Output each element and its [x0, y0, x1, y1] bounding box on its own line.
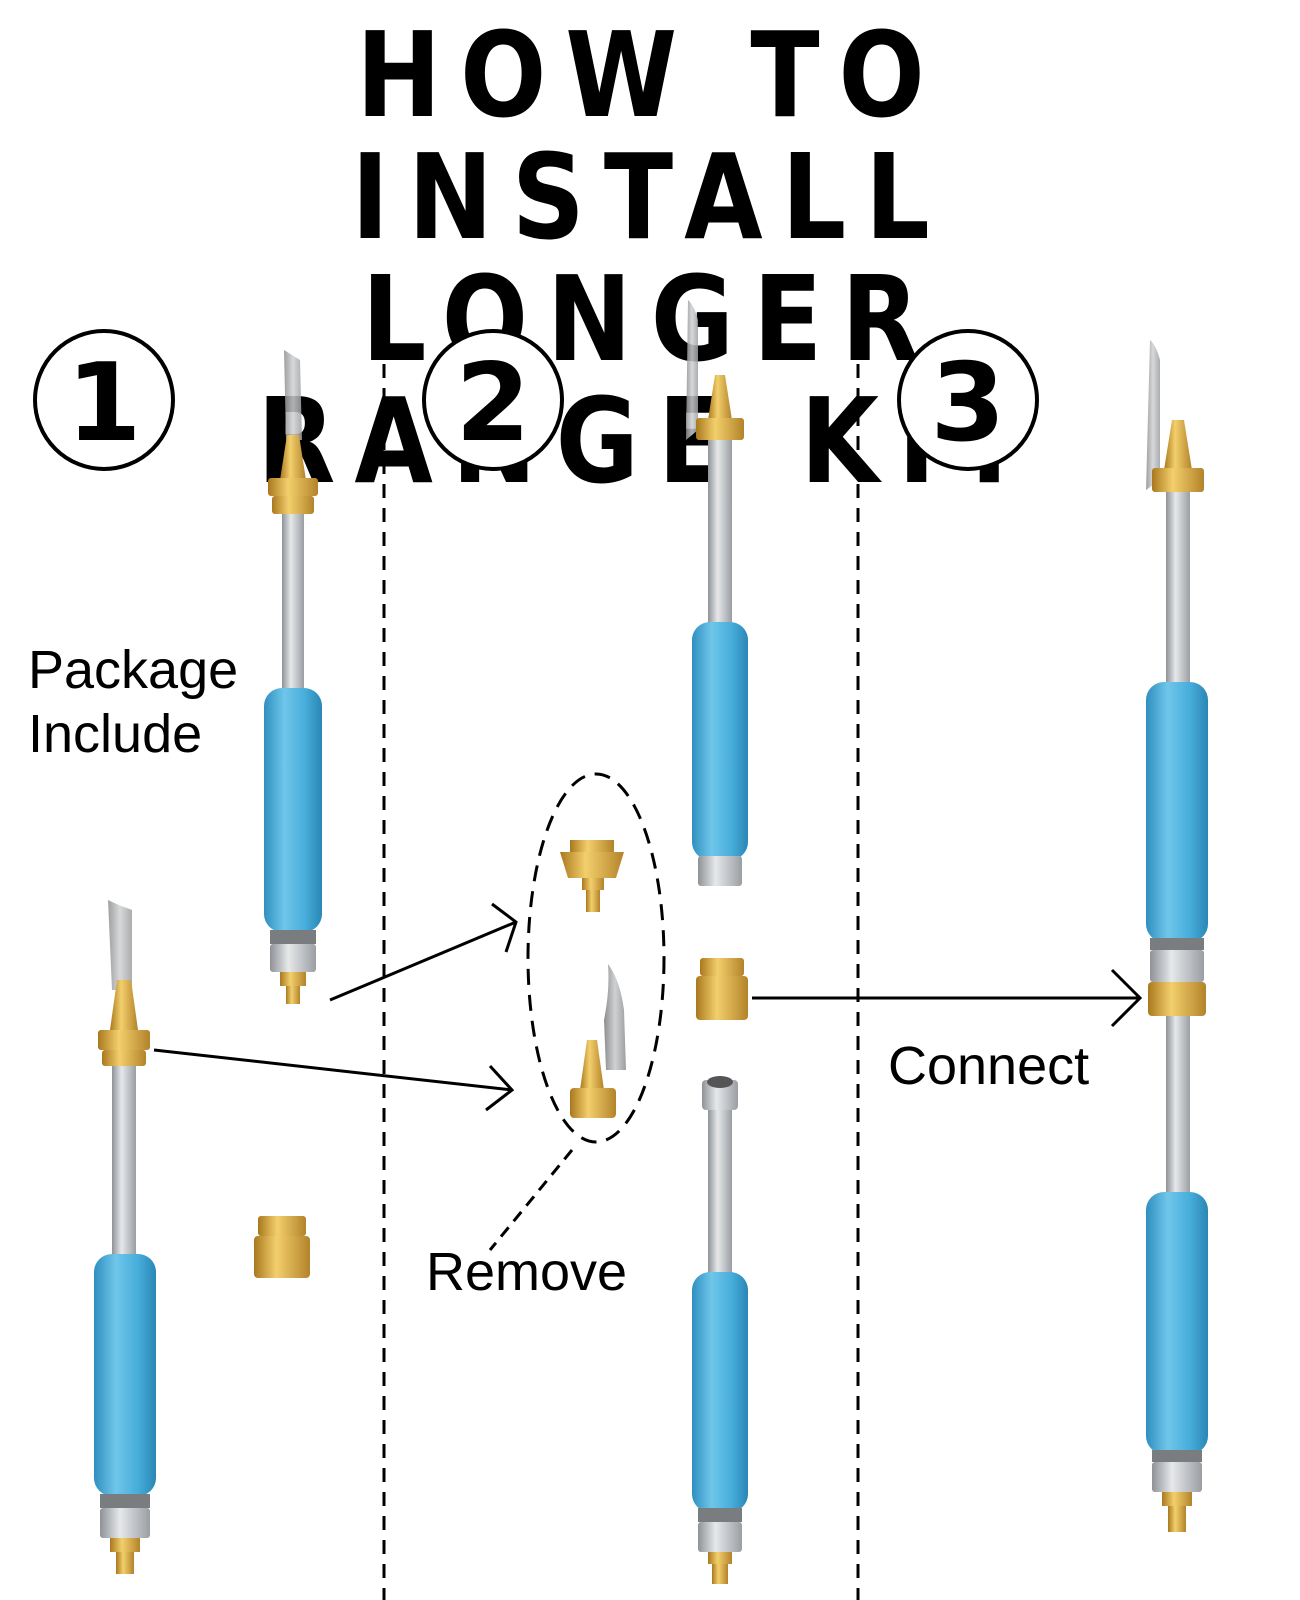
brass-coupler-step1: [254, 1216, 310, 1278]
connect-label: Connect: [888, 1036, 1090, 1096]
assembled-wand: [1146, 340, 1208, 1532]
arrow-plug-to-removed: [329, 902, 518, 1002]
step-2-number: 2: [455, 341, 530, 466]
wand-front-section: [94, 900, 156, 1574]
arrow-tip-to-removed: [153, 1048, 515, 1112]
wand-rear-section: [264, 350, 322, 1004]
step-1-number: 1: [66, 341, 141, 466]
step-2-badge: 2: [422, 329, 564, 471]
title-line-1: HOW TO INSTALL: [351, 6, 949, 266]
remove-label: Remove: [426, 1242, 628, 1302]
removed-nozzle-tip: [570, 964, 626, 1118]
page-title: HOW TO INSTALL LONGER RANGE KIT: [91, 14, 1209, 502]
wand-lower-step2: [692, 1076, 748, 1584]
step-1-badge: 1: [33, 329, 175, 471]
remove-leader-line: [488, 1149, 574, 1251]
package-include-label: Package Include: [28, 638, 238, 766]
brass-coupler-step2: [696, 958, 748, 1020]
arrow-connect: [752, 968, 1143, 1028]
package-label-line-1: Package: [28, 640, 239, 700]
step-3-badge: 3: [897, 329, 1039, 471]
title-line-2: LONGER RANGE KIT: [257, 250, 1043, 510]
step-3-number: 3: [930, 341, 1005, 466]
removed-quick-plug: [560, 840, 624, 912]
package-label-line-2: Include: [28, 704, 203, 764]
wand-upper-step2: [686, 300, 748, 886]
removed-parts-outline: [526, 772, 666, 1144]
